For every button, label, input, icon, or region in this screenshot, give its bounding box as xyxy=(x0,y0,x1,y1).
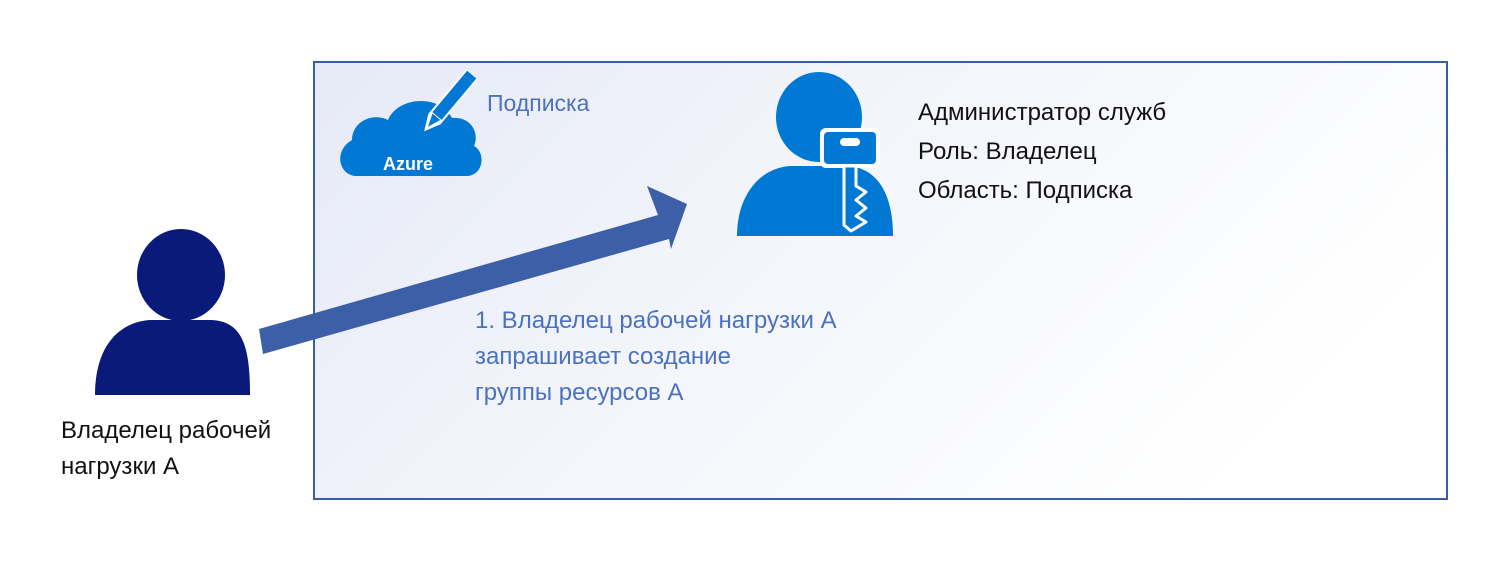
admin-info: Администратор служб Роль: Владелец Облас… xyxy=(918,93,1166,210)
admin-scope: Область: Подписка xyxy=(918,177,1133,204)
step-line-3: группы ресурсов A xyxy=(475,379,684,406)
owner-label: Владелец рабочей нагрузки A xyxy=(61,413,271,485)
user-icon xyxy=(95,229,250,395)
request-arrow xyxy=(259,186,687,354)
step-line-2: запрашивает создание xyxy=(475,343,731,370)
admin-title: Администратор служб xyxy=(918,99,1167,126)
owner-label-line-2: нагрузки A xyxy=(61,453,180,480)
pencil-icon xyxy=(424,69,478,132)
step-description: 1. Владелец рабочей нагрузки A запрашива… xyxy=(475,303,837,411)
owner-label-line-1: Владелец рабочей xyxy=(61,417,272,444)
subscription-label: Подписка xyxy=(487,90,590,116)
admin-role: Роль: Владелец xyxy=(918,138,1097,165)
user-key-icon xyxy=(737,72,893,236)
azure-cloud-pencil-icon: Azure xyxy=(340,69,482,176)
azure-badge-text: Azure xyxy=(383,154,433,174)
step-line-1: 1. Владелец рабочей нагрузки A xyxy=(475,307,837,334)
